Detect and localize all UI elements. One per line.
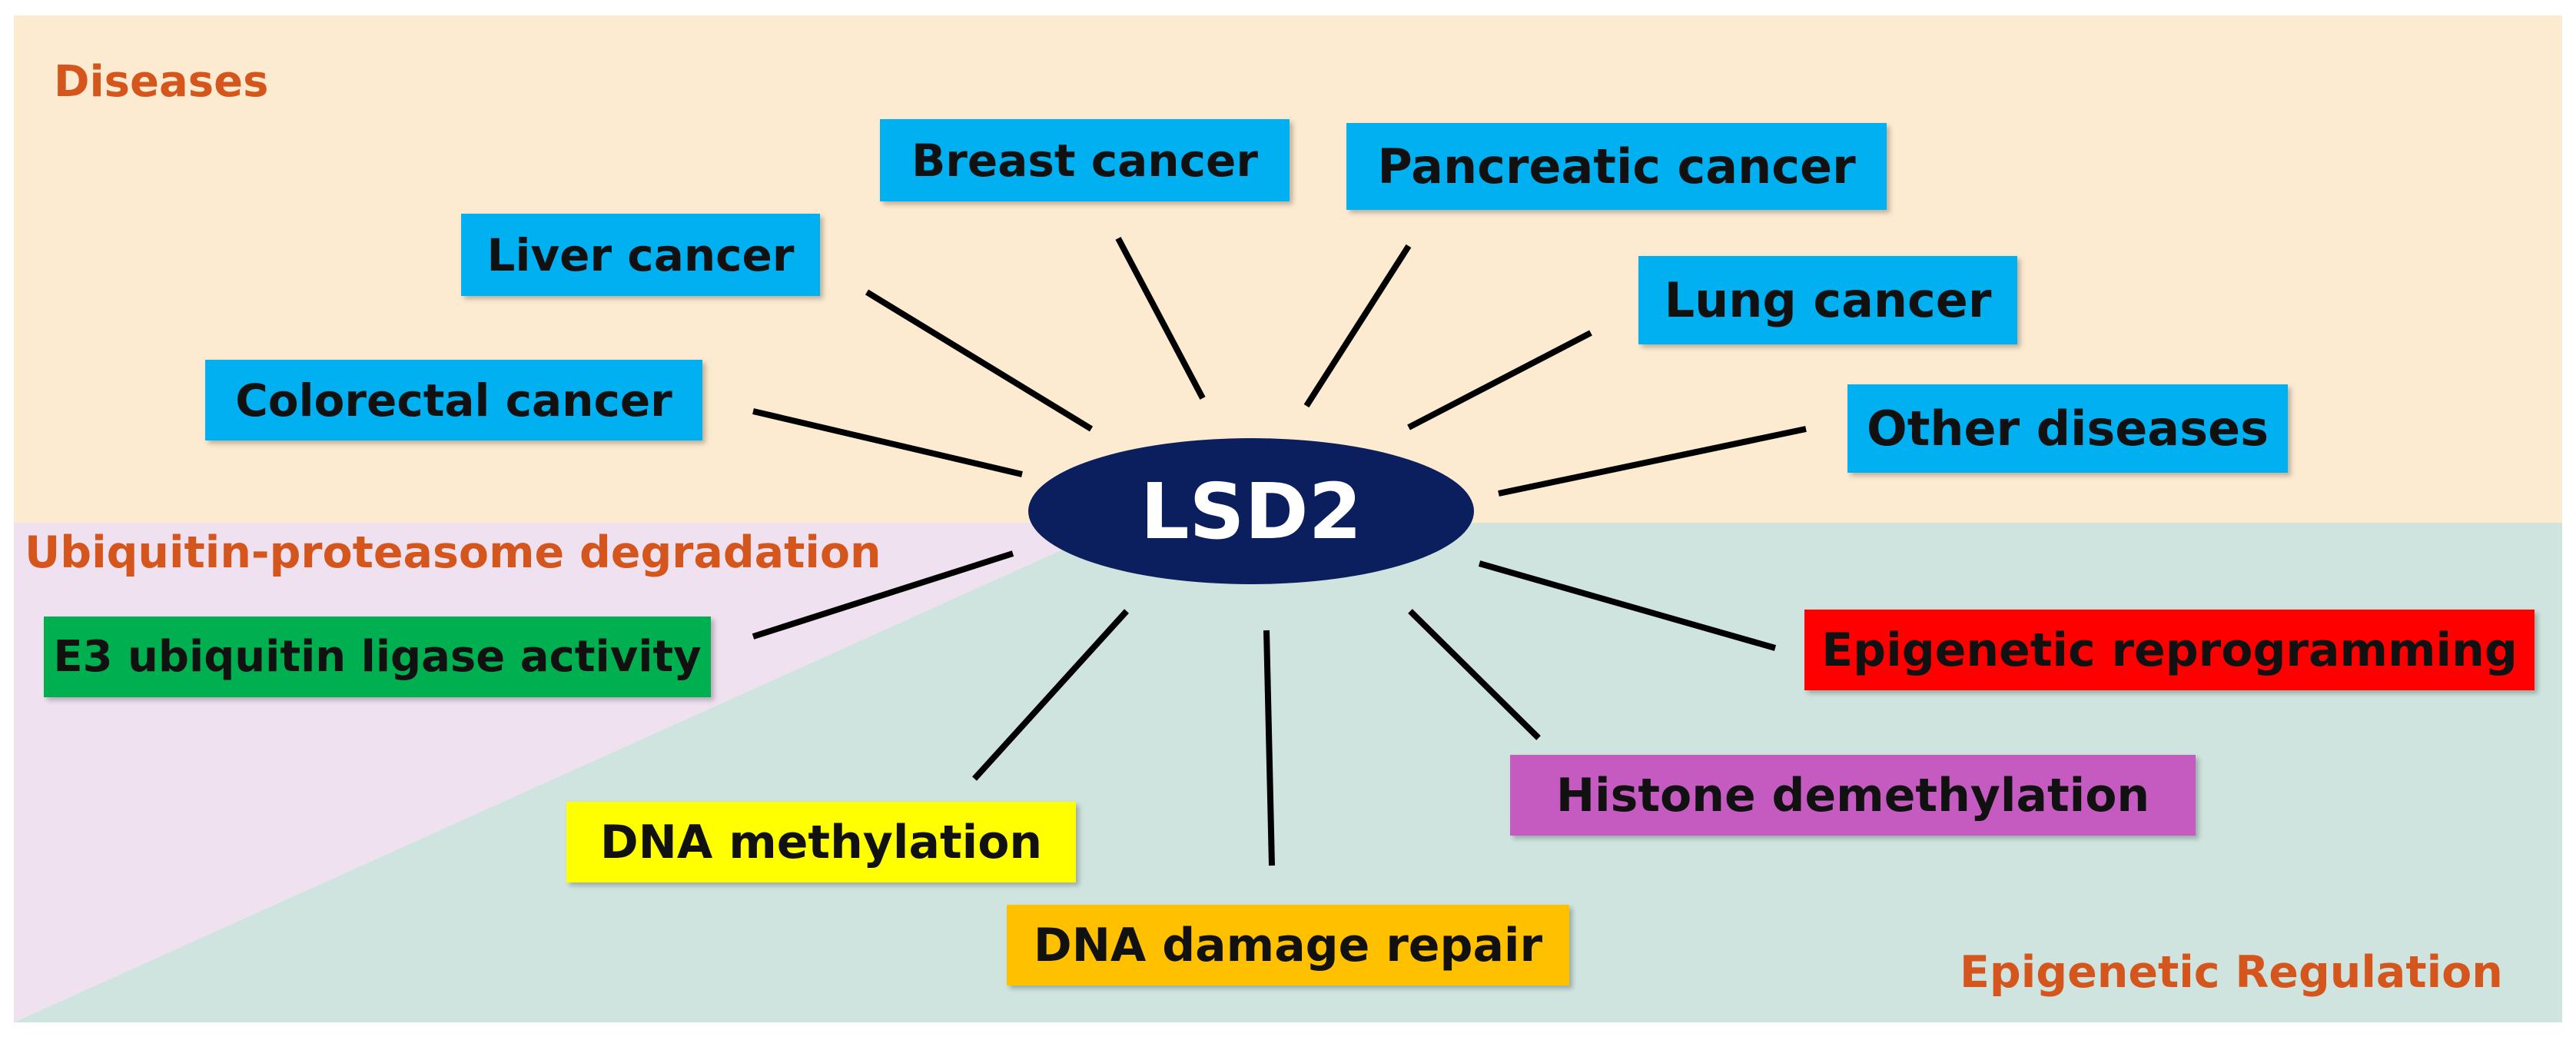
- other-diseases-box: Other diseases: [1847, 384, 2288, 473]
- colorectal-cancer-box: Colorectal cancer: [205, 360, 702, 440]
- connector-dna-methylation: [972, 609, 1129, 781]
- pancreatic-cancer-label: Pancreatic cancer: [1377, 138, 1856, 194]
- colorectal-cancer-label: Colorectal cancer: [235, 374, 672, 427]
- lsd2-hub: LSD2: [1028, 438, 1474, 584]
- dna-damage-repair-label: DNA damage repair: [1033, 918, 1543, 972]
- lung-cancer-label: Lung cancer: [1664, 272, 1992, 328]
- pancreatic-cancer-box: Pancreatic cancer: [1346, 123, 1887, 210]
- liver-cancer-box: Liver cancer: [461, 214, 820, 296]
- connector-e3-ligase: [752, 550, 1014, 640]
- e3-ligase-box: E3 ubiquitin ligase activity: [44, 617, 711, 697]
- dna-methylation-box: DNA methylation: [566, 802, 1076, 882]
- epigenetic-reprogramming-label: Epigenetic reprogramming: [1821, 623, 2518, 677]
- breast-cancer-label: Breast cancer: [911, 134, 1258, 187]
- histone-demethylation-label: Histone demethylation: [1555, 768, 2150, 823]
- connector-lung-cancer: [1407, 330, 1592, 430]
- liver-cancer-label: Liver cancer: [486, 228, 795, 281]
- breast-cancer-box: Breast cancer: [880, 119, 1290, 201]
- connector-dna-damage-repair: [1263, 630, 1275, 866]
- other-diseases-label: Other diseases: [1867, 401, 2269, 457]
- connector-breast-cancer: [1115, 237, 1206, 400]
- dna-damage-repair-box: DNA damage repair: [1007, 905, 1569, 985]
- epigenetic-reprogramming-box: Epigenetic reprogramming: [1804, 610, 2535, 690]
- histone-demethylation-box: Histone demethylation: [1510, 755, 2196, 836]
- dna-methylation-label: DNA methylation: [599, 815, 1043, 869]
- diseases-label: Diseases: [54, 57, 269, 107]
- e3-ligase-label: E3 ubiquitin ligase activity: [53, 632, 702, 682]
- lsd2-hub-label: LSD2: [1140, 466, 1363, 557]
- connector-epigenetic-reprogramming: [1478, 560, 1777, 651]
- ubiquitin-label: Ubiquitin-proteasome degradation: [25, 527, 881, 578]
- connector-colorectal-cancer: [752, 408, 1023, 477]
- connector-pancreatic-cancer: [1303, 244, 1412, 408]
- connector-liver-cancer: [865, 289, 1094, 432]
- connector-other-diseases: [1498, 426, 1807, 497]
- lung-cancer-box: Lung cancer: [1638, 256, 2017, 344]
- epigenetic-label: Epigenetic Regulation: [1960, 947, 2503, 998]
- connector-histone-demethylation: [1408, 609, 1541, 740]
- connector-lines: [752, 237, 1807, 866]
